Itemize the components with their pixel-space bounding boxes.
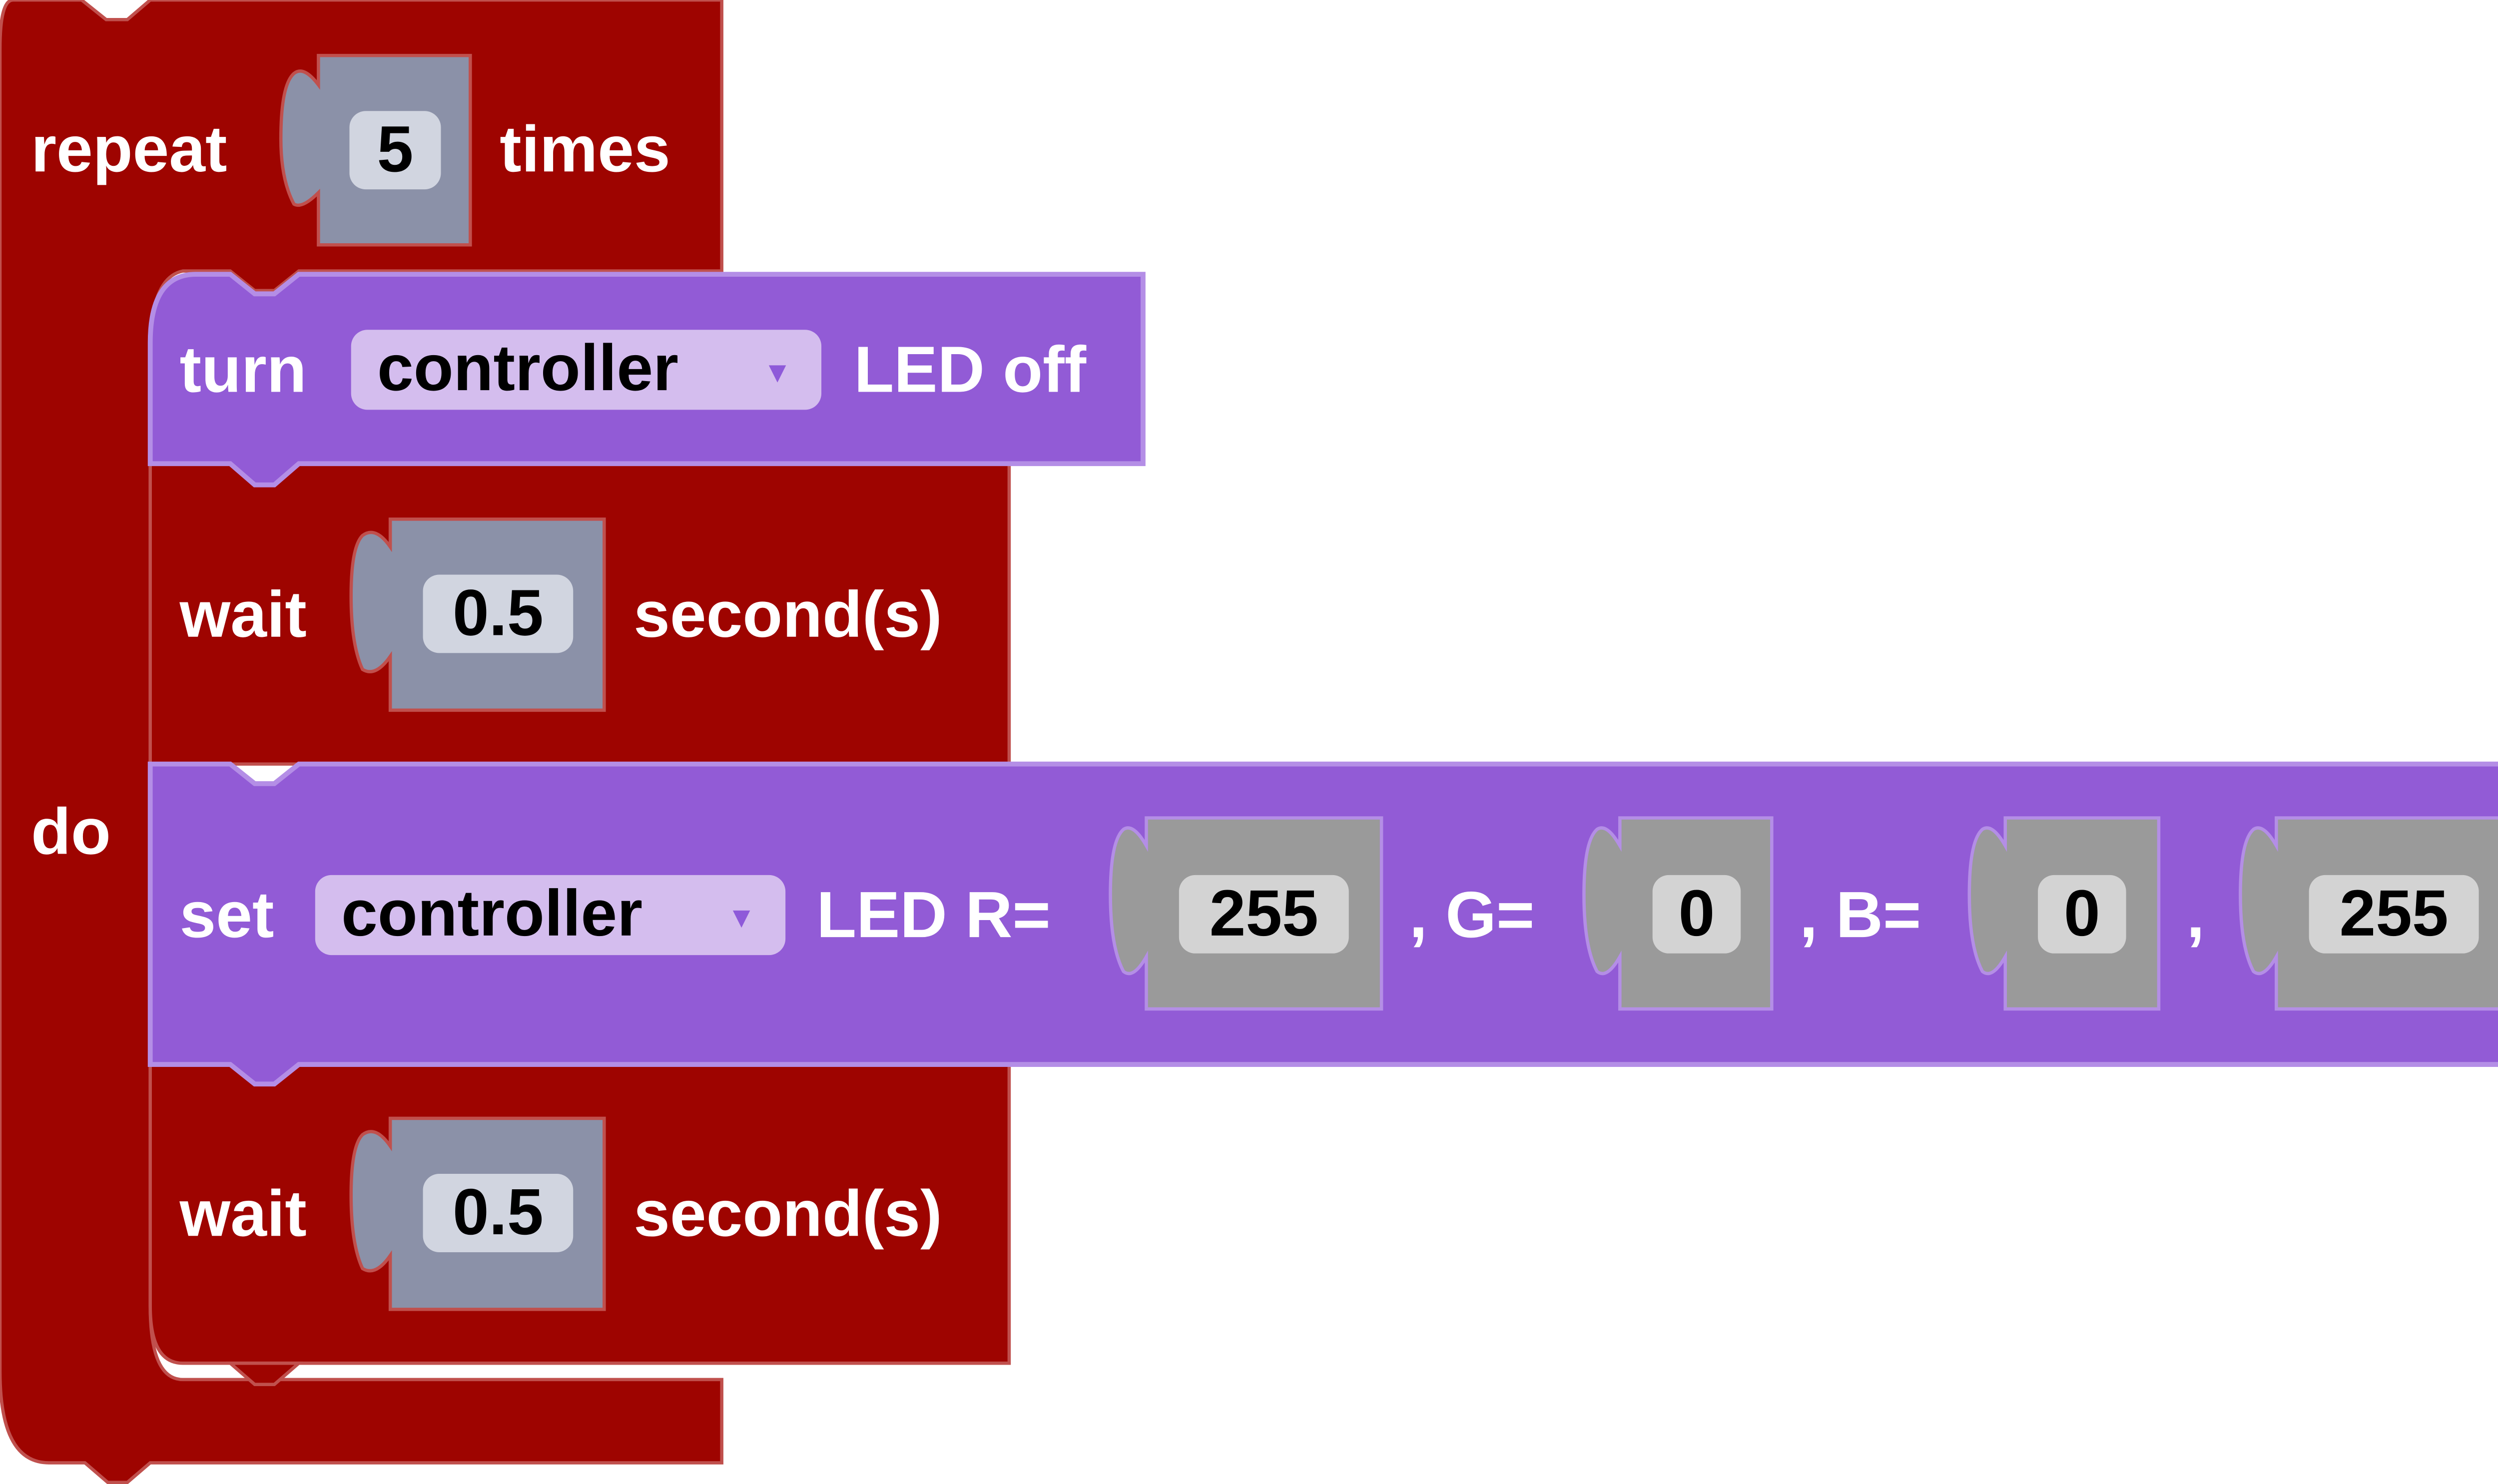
- wait-label-1: wait: [179, 579, 307, 652]
- g-value-field[interactable]: 0: [1652, 875, 1741, 954]
- repeat-label: repeat: [31, 114, 227, 186]
- times-label: times: [500, 114, 670, 186]
- turn-controller-dropdown[interactable]: controller ▼: [351, 330, 822, 410]
- repeat-block-body: [0, 0, 723, 1484]
- wait-2-value-field[interactable]: 0.5: [423, 1174, 574, 1252]
- set-controller-dropdown[interactable]: controller ▼: [315, 875, 786, 956]
- brightness-value-field[interactable]: 255: [2309, 875, 2479, 954]
- g-label: , G=: [1409, 880, 1535, 952]
- wait-label-2: wait: [179, 1178, 307, 1251]
- do-label: do: [31, 797, 111, 869]
- seconds-label-1: second(s): [633, 579, 942, 652]
- turn-dropdown-value: controller: [377, 333, 679, 405]
- led-off-label: LED off: [854, 335, 1087, 407]
- triangle-down-icon: ▼: [727, 901, 756, 934]
- comma-label: ,: [2186, 880, 2205, 952]
- b-label: , B=: [1799, 880, 1921, 952]
- seconds-label-2: second(s): [633, 1178, 942, 1251]
- wait-1-value-field[interactable]: 0.5: [423, 574, 574, 653]
- set-label: set: [179, 880, 274, 952]
- set-dropdown-value: controller: [341, 878, 643, 951]
- triangle-down-icon: ▼: [762, 356, 792, 389]
- r-value-field[interactable]: 255: [1179, 875, 1349, 954]
- b-value-field[interactable]: 0: [2038, 875, 2126, 954]
- turn-label: turn: [179, 335, 307, 407]
- repeat-count-field[interactable]: 5: [349, 111, 441, 190]
- led-r-label: LED R=: [816, 880, 1051, 952]
